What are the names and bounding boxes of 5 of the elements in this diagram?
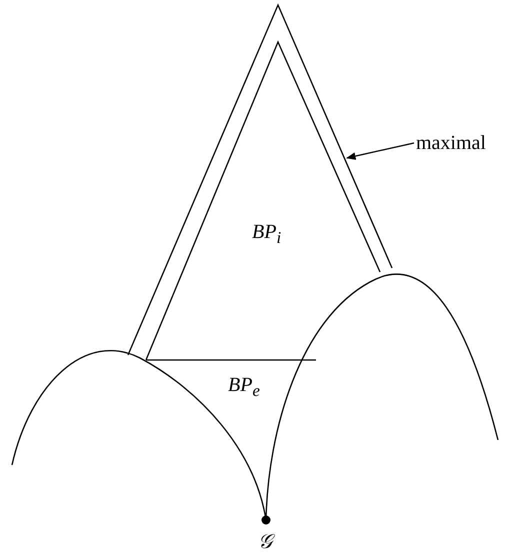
callout-text: maximal <box>416 133 486 153</box>
band-outline <box>127 3 393 361</box>
leader-line <box>346 142 414 160</box>
region-label: BP$_{e}$ <box>228 375 260 400</box>
region-label: BP$_{i}$ <box>252 222 282 247</box>
